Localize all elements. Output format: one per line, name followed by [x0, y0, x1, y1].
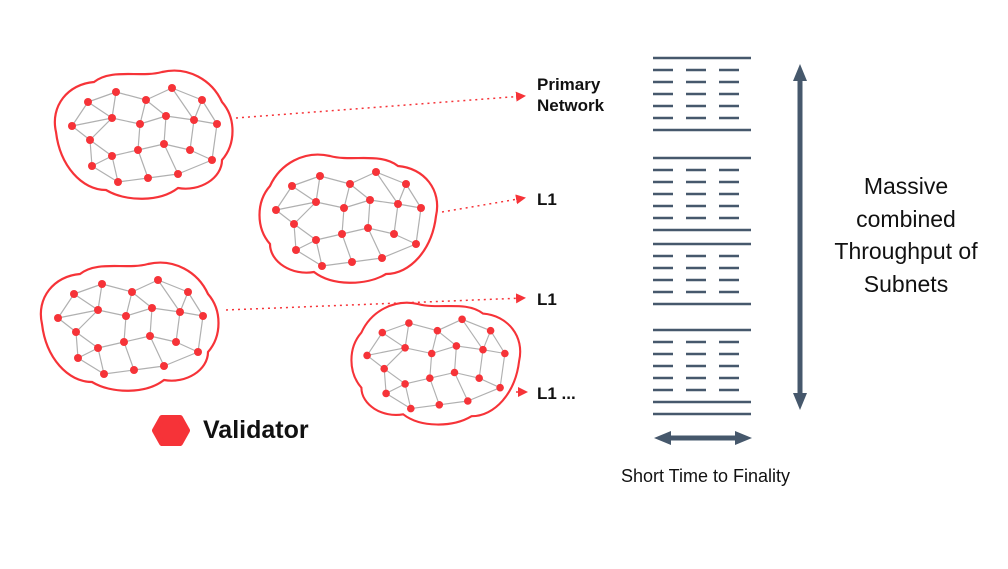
connector-l1-1: [441, 194, 526, 213]
label-primary-network: Primary Network: [537, 75, 605, 116]
label-massive-throughput: Massive combined Throughput of Subnets: [834, 173, 978, 297]
subnet-l1-3: [350, 301, 522, 426]
throughput-block-1: [653, 56, 751, 132]
validator-legend-label: Validator: [203, 416, 309, 444]
connector-primary-network: [235, 91, 526, 119]
throughput-ladder: [653, 56, 751, 416]
label-l1-3: L1 ...: [537, 384, 576, 403]
validator-legend: Validator: [152, 414, 309, 447]
hexagon-icon: [152, 415, 190, 446]
label-l1-1: L1: [537, 190, 557, 209]
connector-l1-2: [225, 293, 526, 311]
label-l1-2: L1: [537, 290, 557, 309]
throughput-block-2: [653, 156, 751, 232]
label-short-time-to-finality: Short Time to Finality: [620, 466, 791, 486]
throughput-block-4: [653, 328, 751, 416]
throughput-block-3: [653, 242, 751, 306]
subnet-l1-1: [258, 153, 439, 284]
subnet-primary-network: [53, 69, 234, 200]
subnet-l1-2: [39, 261, 220, 392]
